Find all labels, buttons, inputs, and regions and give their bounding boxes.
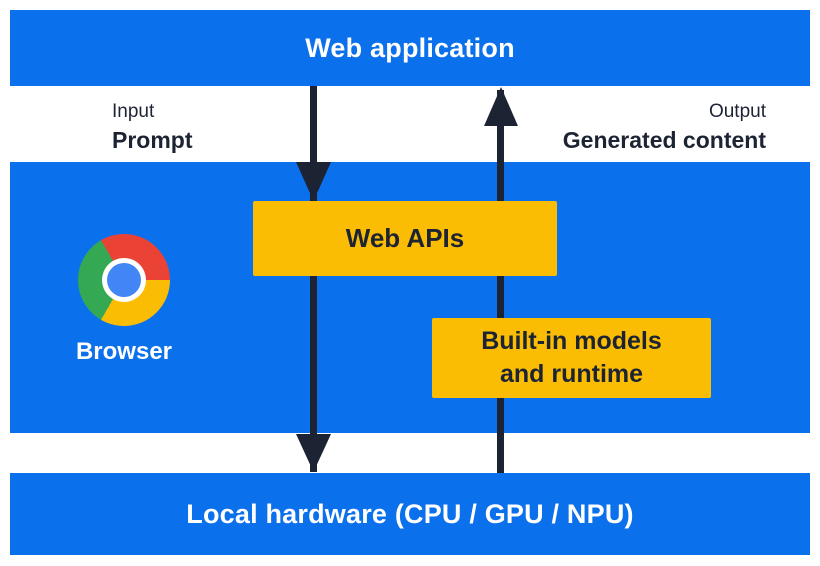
web-apis-label: Web APIs <box>345 223 465 253</box>
local-hardware-label: Local hardware (CPU / GPU / NPU) <box>186 498 634 529</box>
web-apis-box: Web APIs <box>253 201 557 276</box>
arrow-up-head <box>484 87 518 126</box>
local-hardware-bar: Local hardware (CPU / GPU / NPU) <box>10 473 810 555</box>
builtin-models-box: Built-in models and runtime <box>432 318 711 398</box>
web-application-bar: Web application <box>10 10 810 86</box>
input-caption: Input <box>112 101 155 122</box>
output-value: Generated content <box>562 127 766 153</box>
browser-label: Browser <box>75 338 173 365</box>
builtin-models-label-line1: Built-in models <box>481 327 662 355</box>
web-application-label: Web application <box>305 32 515 63</box>
arrow-down-head-lower <box>296 434 331 472</box>
output-caption: Output <box>708 101 766 122</box>
builtin-models-label-line2: and runtime <box>499 360 644 388</box>
chrome-icon-center <box>107 263 141 297</box>
input-label-group: Input Prompt <box>112 99 193 155</box>
output-label-group: Output Generated content <box>563 99 766 155</box>
input-value: Prompt <box>112 127 193 153</box>
chrome-icon <box>78 234 170 326</box>
